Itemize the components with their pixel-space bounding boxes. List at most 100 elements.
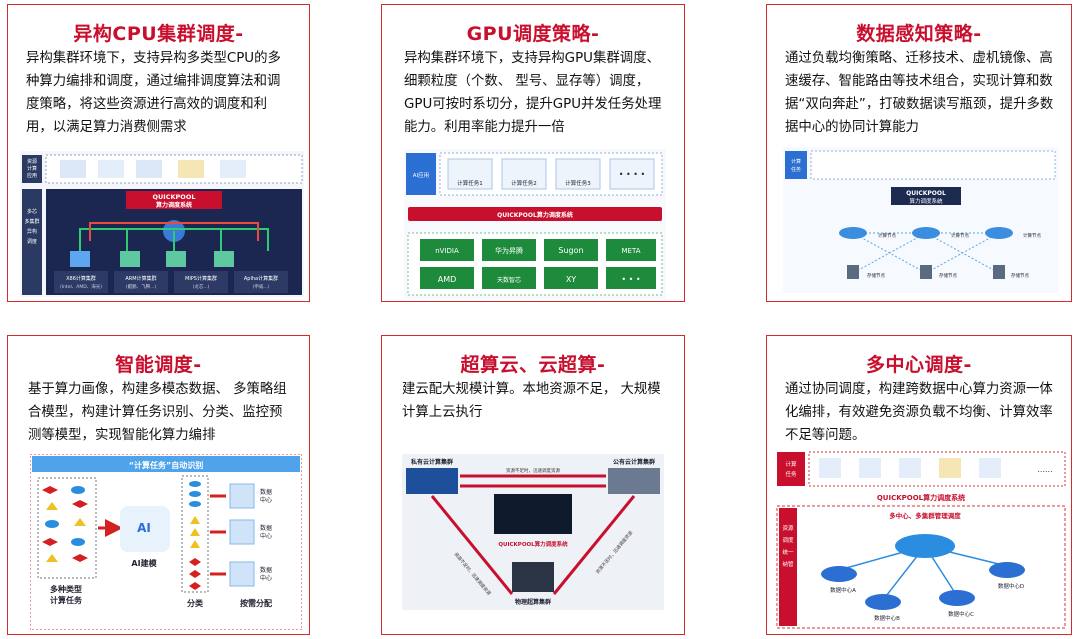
svg-text:计算: 计算 [791, 158, 801, 165]
svg-text:多集群: 多集群 [24, 218, 39, 225]
card-description: 基于算力画像，构建多模态数据、 多策略组合模型，构建计算任务识别、分类、监控预测… [28, 382, 287, 443]
svg-text:纳管: 纳管 [782, 560, 794, 568]
svg-text:异构: 异构 [27, 228, 37, 235]
svg-text:中心: 中心 [260, 496, 272, 504]
task-label: 计算 [785, 460, 797, 468]
cloud-system-label: QUICKPOOL算力调度系统 [498, 540, 568, 548]
svg-text:(龙芯...): (龙芯...) [193, 283, 210, 290]
card-heterogeneous-cpu: 异构CPU集群调度- 异构集群环境下，支持异构多类型CPU的多种算力编排和调度，… [7, 4, 310, 302]
svg-text:AMD: AMD [438, 275, 457, 284]
card-description: 通过负载均衡策略、迁移技术、虚机镜像、高速缓存、智能路由等技术组合，实现计算和数… [785, 51, 1054, 135]
ai-model-label: AI建模 [131, 558, 157, 568]
cluster-x86: X86计算集群 [66, 275, 96, 282]
svg-text:计算节点: 计算节点 [878, 232, 896, 239]
svg-text:数据: 数据 [260, 524, 272, 532]
svg-text:XY: XY [566, 275, 576, 284]
resource-label: 资源 [27, 158, 37, 165]
task-1: 计算任务1 [457, 179, 483, 187]
multi-center-diagram: 计算 任务 ...... QUICKPOOL算力调度系统 资源 调度 统一 纳管… [775, 450, 1067, 630]
svg-text:中心: 中心 [260, 532, 272, 540]
card-title: 多中心调度- [866, 354, 972, 376]
svg-text:计算节点: 计算节点 [951, 232, 969, 239]
storage-label: 存储节点 [867, 272, 885, 279]
svg-text:计算节点: 计算节点 [1023, 232, 1041, 239]
ai-scheduling-diagram: “计算任务”自动识别 多种类型 计算任务 AI AI建模 分类 数据中心 数据中… [30, 454, 302, 630]
card-multi-center: 多中心调度- 通过协同调度，构建跨数据中心算力资源一体化编排，有效避免资源负载不… [766, 335, 1072, 635]
dc-b: 数据中心B [874, 614, 900, 622]
svg-text:nVIDIA: nVIDIA [435, 247, 459, 255]
gpu-system-label: QUICKPOOL算力调度系统 [497, 211, 573, 219]
svg-text:计算任务: 计算任务 [50, 595, 83, 605]
side-label: 资源 [782, 524, 794, 532]
cluster-arm: ARM计算集群 [125, 275, 156, 282]
svg-text:应用: 应用 [27, 172, 37, 179]
public-cluster-label: 公有云计算集群 [613, 458, 655, 466]
svg-text:调度: 调度 [27, 238, 37, 245]
auto-identify-banner: “计算任务”自动识别 [129, 460, 204, 470]
top-arrow-label: 资源不足时，迅速调度资源 [506, 467, 560, 474]
more-label: ...... [1037, 465, 1052, 474]
card-description: 建云配大规模计算。本地资源不足， 大规模计算上云执行 [402, 382, 661, 420]
card-description: 异构集群环境下，支持异构GPU集群调度、细颗粒度（个数、 型号、显存等）调度，G… [404, 51, 662, 135]
cluster-alpha: Aplha计算集群 [244, 275, 278, 282]
svg-text:任务: 任务 [791, 166, 801, 173]
cloud-burst-diagram: 私有云计算集群 公有云计算集群 资源不足时，迅速调度资源 QUICKPOOL算力… [402, 454, 664, 610]
svg-text:META: META [622, 247, 641, 255]
private-cluster-label: 私有云计算集群 [410, 458, 453, 466]
ai-label: AI [137, 521, 151, 535]
svg-text:(鲲鹏、飞腾...): (鲲鹏、飞腾...) [126, 283, 157, 290]
center-label: 多中心、多集群管理调度 [889, 511, 961, 520]
server-icons [70, 251, 234, 267]
svg-text:任务: 任务 [785, 470, 797, 478]
app-icons [60, 160, 246, 178]
card-title: 数据感知策略- [856, 23, 982, 45]
svg-text:华为昇腾: 华为昇腾 [495, 246, 523, 255]
ai-app-label: AI应用 [413, 171, 429, 179]
svg-text:存储节点: 存储节点 [939, 272, 957, 279]
dc-a: 数据中心A [830, 586, 856, 594]
svg-text:调度: 调度 [782, 536, 794, 544]
svg-text:存储节点: 存储节点 [1011, 272, 1029, 279]
svg-text:(申威...): (申威...) [253, 283, 270, 290]
side-label: 多芯 [27, 208, 37, 215]
card-title: 智能调度- [115, 354, 202, 376]
physical-cluster-label: 物理超算集群 [515, 598, 551, 606]
classify-label: 分类 [187, 598, 203, 608]
card-title: 超算云、云超算- [460, 354, 606, 376]
svg-text:中心: 中心 [260, 574, 272, 582]
task-cards: 计算任务1 计算任务2 计算任务3 • • • • [447, 158, 655, 190]
task-shapes [42, 486, 88, 562]
dc-c: 数据中心C [948, 610, 974, 618]
dc-d: 数据中心D [998, 582, 1024, 590]
tasks-label: 多种类型 [50, 584, 82, 594]
svg-text:• • •: • • • [621, 275, 640, 284]
svg-text:计算: 计算 [27, 165, 37, 172]
svg-text:算力调度系统: 算力调度系统 [156, 201, 192, 209]
card-gpu-strategy: GPU调度策略- 异构集群环境下，支持异构GPU集群调度、细颗粒度（个数、 型号… [381, 4, 685, 302]
cluster-mips: MIPS计算集群 [185, 275, 217, 282]
vendor-logos: nVIDIA 华为昇腾 Sugon META AMD 天数智芯 XY • • • [420, 239, 656, 289]
card-description: 通过协同调度，构建跨数据中心算力资源一体化编排，有效避免资源负载不均衡、计算效率… [785, 382, 1053, 443]
gpu-diagram: AI应用 计算任务1 计算任务2 计算任务3 • • • • QUICKPOOL… [404, 149, 666, 299]
svg-text:统一: 统一 [782, 548, 794, 556]
task-2: 计算任务2 [511, 179, 537, 187]
mc-system-label: QUICKPOOL算力调度系统 [877, 493, 965, 502]
cpu-cluster-diagram: 资源 计算 应用 多芯 多集群 异构 调度 QUICKPOOL 算力调度系统 X… [20, 151, 304, 297]
task-icons [819, 458, 1001, 478]
system-label: QUICKPOOL [906, 190, 946, 197]
data-aware-diagram: 计算 任务 QUICKPOOL 算力调度系统 计算节点 计算节点 计算节点 存储… [783, 147, 1059, 293]
card-title: GPU调度策略- [466, 23, 600, 45]
card-data-aware: 数据感知策略- 通过负载均衡策略、迁移技术、虚机镜像、高速缓存、智能路由等技术组… [766, 4, 1072, 302]
svg-text:(Intel、AMD、海光): (Intel、AMD、海光) [60, 283, 102, 290]
card-description: 异构集群环境下，支持异构多类型CPU的多种算力编排和调度，通过编排调度算法和调度… [26, 51, 281, 135]
system-label: QUICKPOOL [153, 193, 196, 201]
svg-text:Sugon: Sugon [558, 246, 583, 255]
svg-text:天数智芯: 天数智芯 [497, 276, 521, 284]
card-supercomputing-cloud: 超算云、云超算- 建云配大规模计算。本地资源不足， 大规模计算上云执行 私有云计… [381, 335, 685, 635]
task-more: • • • • [619, 170, 646, 179]
card-title: 异构CPU集群调度- [73, 23, 244, 45]
task-3: 计算任务3 [565, 179, 591, 187]
dispatch-label: 按需分配 [240, 598, 272, 608]
svg-text:数据: 数据 [260, 566, 272, 574]
dc-label: 数据 [260, 488, 272, 496]
